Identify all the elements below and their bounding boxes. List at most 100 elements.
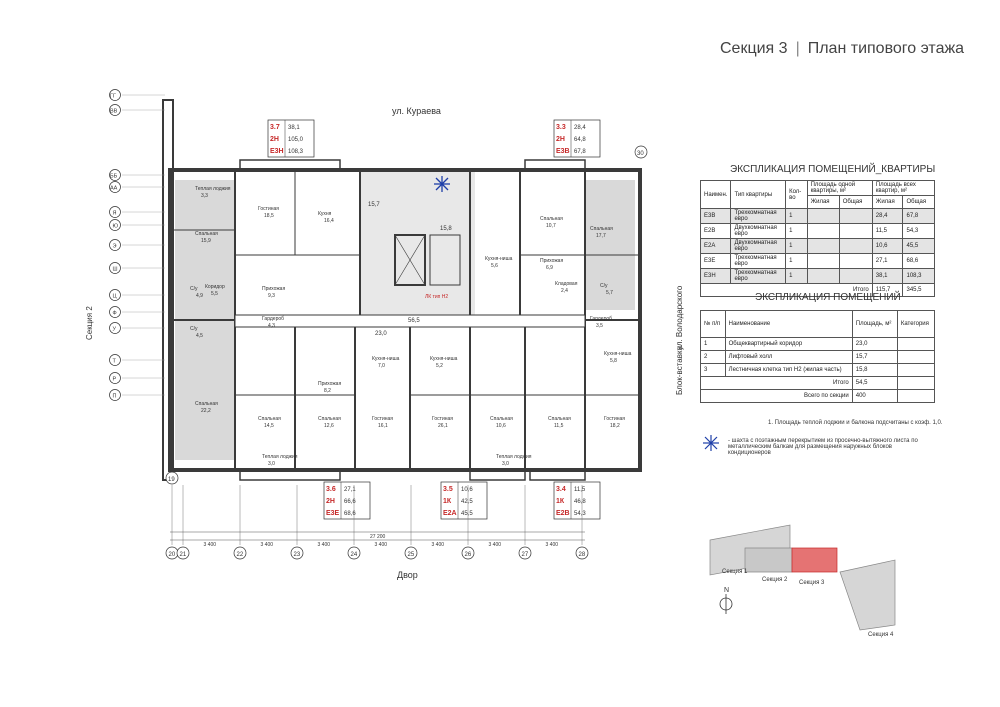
room-area: 5,8 [610,358,617,364]
room-area: 9,3 [268,293,275,299]
room-name: Прихожая [318,381,341,387]
room-cell: 3 [700,363,726,377]
room-name: Кладовая [555,281,578,287]
room-name: Гостиная [258,206,279,212]
room-name: Кухня-ниша [372,356,400,362]
room-area: 2,4 [561,288,568,294]
apt-cell: 67,8 [902,208,935,224]
axis-label: 21 [180,552,187,558]
row-axis-circle [109,219,121,231]
room-cell: Лестничная клетка тип Н2 (жилая часть) [724,363,853,377]
room-area: 6,9 [546,265,553,271]
apt-cell: Е3Е [699,253,732,269]
axis-30-circle [634,145,648,159]
room-cell: Лифтовый холл [724,350,853,364]
keyplan-label-1: Секция 1 [722,569,748,575]
keyplan-label-2: Секция 2 [762,577,788,583]
room-area: 10,7 [546,223,556,229]
row-axis-label: Ю [113,224,119,230]
row-axis-label: Ш [113,267,118,273]
row-axis-circle [109,262,121,274]
room-area: 3,5 [596,323,603,329]
row-axis-circle [109,306,121,318]
sub-living-2: Жилая [871,195,904,209]
hall-area-4: 23,0 [375,331,387,337]
apt-cell [838,268,873,284]
row-axis-label: П [113,394,117,400]
apartment-number: 3.3 [556,124,566,131]
row-axis-label: ГГ [110,94,116,100]
apt-cell: Е3Н [699,268,732,284]
apartment-area: 105,0 [288,137,304,143]
right-block-fill [585,180,635,310]
apartment-number: 3.7 [270,124,280,131]
block-insert-label: Блок-вставка [675,345,684,395]
room-name: Гардероб [590,316,612,322]
room-name: Теплая лоджия [496,454,532,460]
apt-cell: Е2В [699,223,732,239]
room-area: 18,5 [264,213,274,219]
row-axis-circle [109,206,121,218]
room-area: 5,6 [491,263,498,269]
axis-19-label: 19 [168,477,175,483]
apartment-number: 3.4 [556,486,566,493]
apartment-number: 3.5 [443,486,453,493]
key-plan: Секция 1 Секция 2 Секция 3 Секция 4 N [709,524,896,638]
street-top: ул. Кураева [392,106,441,116]
apt-cell: 1 [785,238,808,254]
room-area: 4,5 [196,333,203,339]
row-axis-circle [109,289,121,301]
row-axis-label: Э [113,244,117,250]
apartment-total-area: 45,5 [461,511,473,517]
apt-cell [838,238,873,254]
apartment-total-area: 68,6 [344,511,356,517]
axis-label: 24 [351,552,358,558]
axis-circle [518,546,532,560]
apt-cell: Трехкомнатная евро [730,208,787,224]
room-area: 15,9 [201,238,211,244]
axis-circle [347,546,361,560]
apt-cell: 10,6 [871,238,904,254]
room-cell: 23,0 [851,337,898,351]
apartment-box [323,481,371,520]
apartment-area: 42,5 [461,499,473,505]
room-name: Спальная [195,401,218,407]
shaft-legend-text: - шахта с поэтажным перекрытием из просе… [728,438,918,456]
left-block-fill [175,180,235,300]
room-name: Гардероб [262,316,284,322]
footnote: 1. Площадь теплой лоджии и балкона подсч… [768,420,943,426]
th-area-all: Площадь всех квартир, м² [871,180,936,196]
room-cell [896,363,936,377]
row-axis-circle [109,354,121,366]
room-area: 12,6 [324,423,334,429]
row-axis-circle [109,181,121,193]
row-axis-circle [109,372,121,384]
apt-cell: Двухкомнатная евро [730,223,787,239]
room-area: 16,1 [378,423,388,429]
row-axis-label: Р [113,377,117,383]
apartment-total-area: 54,3 [574,511,586,517]
th-room-area: Площадь, м² [851,310,898,338]
room-cell: 15,7 [851,350,898,364]
loggias [239,159,586,481]
apartment-type: Е2А [443,510,457,517]
apt-cell: Двухкомнатная евро [730,238,787,254]
axis-circle [233,546,247,560]
room-name: Спальная [195,231,218,237]
room-area: 4,9 [196,293,203,299]
th-qty: Кол-во [785,180,808,209]
yard-label: Двор [397,570,418,580]
sub-total-1: Общая [838,195,873,209]
axis-circle [290,546,304,560]
room-area: 7,0 [378,363,385,369]
